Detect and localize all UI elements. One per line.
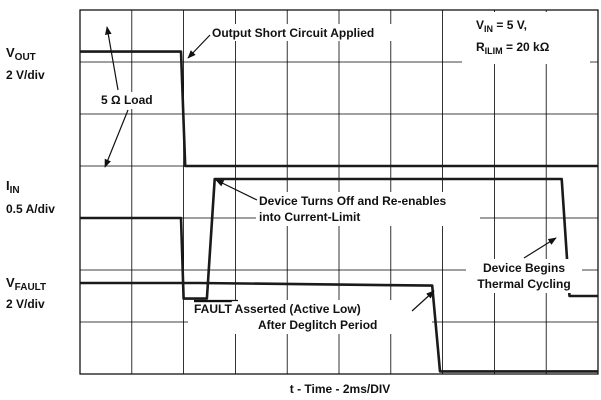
annotation-thermal: Device Begins Thermal Cycling xyxy=(466,237,582,293)
thermal-arrow xyxy=(523,237,557,259)
vout-subscript: OUT xyxy=(15,52,36,63)
annotation-fault: FAULT Asserted (Active Low) After Deglit… xyxy=(188,290,435,334)
annotation-device-off: Device Turns Off and Re-enables into Cur… xyxy=(215,179,480,226)
vin-value: = 5 V, xyxy=(493,18,527,32)
device-off-arrow xyxy=(215,179,258,201)
vout-name: V xyxy=(6,45,15,60)
trace-vfault xyxy=(80,281,598,373)
load-label: 5 Ω Load xyxy=(101,93,153,107)
channel-label-vout: VOUT 2 V/div xyxy=(6,45,45,82)
fault-arrow xyxy=(411,290,435,312)
svg-text:RILIM = 20 kΩ: RILIM = 20 kΩ xyxy=(476,40,550,56)
test-conditions: VIN = 5 V, RILIM = 20 kΩ xyxy=(462,12,590,64)
vfault-subscript: FAULT xyxy=(15,282,46,293)
annotation-short-circuit: Output Short Circuit Applied xyxy=(187,24,406,59)
rilim-name: R xyxy=(476,40,485,54)
annotation-load: 5 Ω Load xyxy=(98,26,166,168)
load-arrow-vout xyxy=(104,26,119,91)
svg-text:FAULT Asserted (Active Low): FAULT Asserted (Active Low) xyxy=(194,302,361,316)
vfault-name: V xyxy=(6,275,15,290)
device-off-line1: Device Turns Off and Re-enables xyxy=(259,194,446,208)
rilim-subscript: ILIM xyxy=(485,46,503,56)
short-circuit-arrow xyxy=(187,34,211,59)
svg-text:VIN = 5 V,: VIN = 5 V, xyxy=(476,18,527,34)
vout-scale: 2 V/div xyxy=(6,68,45,82)
vin-name: V xyxy=(476,18,484,32)
short-circuit-label: Output Short Circuit Applied xyxy=(212,26,374,40)
fault-line2: After Deglitch Period xyxy=(258,318,377,332)
iin-scale: 0.5 A/div xyxy=(6,202,55,216)
channel-label-iin: IIN 0.5 A/div xyxy=(6,178,55,216)
thermal-line1: Device Begins xyxy=(483,261,565,275)
load-arrow-iin xyxy=(104,109,129,168)
svg-text:VOUT: VOUT xyxy=(6,45,36,63)
iin-name: I xyxy=(6,178,10,193)
device-off-line2: into Current-Limit xyxy=(259,210,360,224)
trace-vout xyxy=(80,50,598,168)
thermal-line2: Thermal Cycling xyxy=(477,277,570,291)
fault-rest: Asserted (Active Low) xyxy=(232,302,361,316)
channel-label-vfault: VFAULT 2 V/div xyxy=(6,275,46,311)
vfault-scale: 2 V/div xyxy=(6,297,45,311)
iin-subscript: IN xyxy=(10,185,20,196)
fault-overline-word: FAULT xyxy=(194,302,232,316)
svg-text:IIN: IIN xyxy=(6,178,20,196)
svg-text:VFAULT: VFAULT xyxy=(6,275,46,293)
vin-subscript: IN xyxy=(484,24,493,34)
rilim-value: = 20 kΩ xyxy=(503,40,550,54)
x-axis-label: t - Time - 2ms/DIV xyxy=(290,382,390,396)
